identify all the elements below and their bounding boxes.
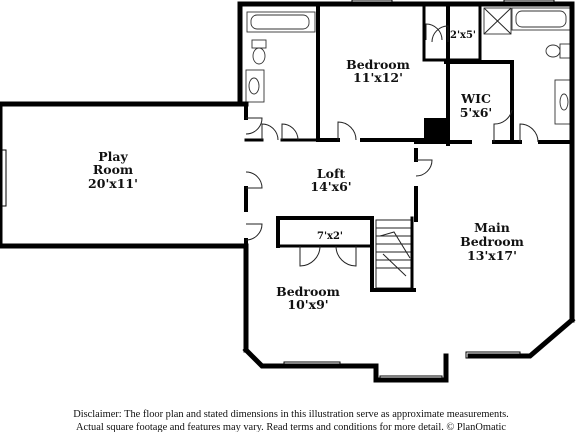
wic-label: WIC xyxy=(460,91,491,106)
main-bedroom-label-2: Bedroom xyxy=(460,234,524,249)
bedroom-top-label: Bedroom xyxy=(346,57,410,72)
closet-mid-dims: 7'x2' xyxy=(317,231,343,242)
door-bedroom-bottom xyxy=(245,223,263,241)
loft-dims: 14'x6' xyxy=(310,179,351,194)
door-closet-mid xyxy=(299,245,321,267)
disclaimer: Disclaimer: The floor plan and stated di… xyxy=(73,409,509,432)
column xyxy=(424,118,446,142)
door-wic xyxy=(493,109,513,142)
closet-top-dims: 2'x5' xyxy=(450,30,476,41)
bedroom-bottom-label: Bedroom xyxy=(276,284,340,299)
play-room-label-1: Play xyxy=(98,149,128,164)
door-play-room xyxy=(245,117,263,135)
staircase xyxy=(375,219,413,289)
windows xyxy=(0,0,555,383)
loft-label: Loft xyxy=(317,166,346,181)
play-room-label-2: Room xyxy=(93,162,133,177)
main-bedroom-label-1: Main xyxy=(474,220,510,235)
window-play-room xyxy=(0,149,7,207)
doors xyxy=(245,23,539,267)
toilet-left xyxy=(251,39,267,49)
wic-dims: 5'x6' xyxy=(460,105,493,120)
disclaimer-line-1: Disclaimer: The floor plan and stated di… xyxy=(73,409,509,420)
disclaimer-line-2: Actual square footage and features may v… xyxy=(76,422,506,432)
bedroom-top-dims: 11'x12' xyxy=(353,70,403,85)
room-labels: Play Room 20'x11' Bedroom 11'x12' 2'x5' … xyxy=(88,30,524,312)
door-bedroom-top xyxy=(337,121,357,141)
door-bath-right xyxy=(519,123,539,143)
walls xyxy=(0,1,576,383)
door-bath-left xyxy=(261,123,279,141)
door-closet-top xyxy=(425,23,443,41)
main-bedroom-dims: 13'x17' xyxy=(467,248,517,263)
door-main-bedroom xyxy=(415,159,433,177)
bedroom-bottom-dims: 10'x9' xyxy=(287,297,328,312)
fixtures xyxy=(245,7,572,289)
toilet-right xyxy=(559,43,571,59)
play-room-dims: 20'x11' xyxy=(88,176,138,191)
